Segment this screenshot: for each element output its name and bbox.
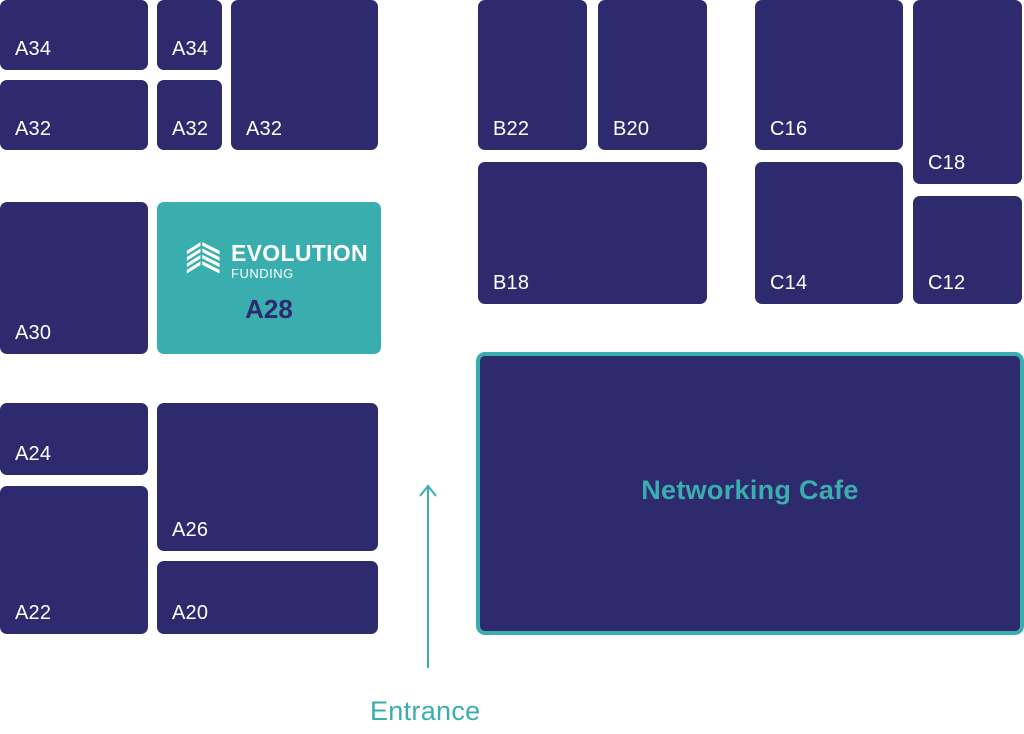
booth-a30[interactable]: A30: [0, 202, 148, 354]
booth-a34-left[interactable]: A34: [0, 0, 148, 70]
booth-a22[interactable]: A22: [0, 486, 148, 634]
booth-c18[interactable]: C18: [913, 0, 1022, 184]
booth-a32-small[interactable]: A32: [157, 80, 222, 150]
booth-c16[interactable]: C16: [755, 0, 903, 150]
booth-label: A34: [15, 38, 52, 60]
booth-code: A28: [245, 294, 293, 324]
booth-label: A30: [15, 322, 52, 344]
booth-a28-highlighted[interactable]: EVOLUTION FUNDING A28: [157, 202, 381, 354]
booth-label: B18: [493, 272, 530, 294]
booth-c12[interactable]: C12: [913, 196, 1022, 304]
up-arrow-icon: [419, 484, 437, 668]
booth-a20[interactable]: A20: [157, 561, 378, 634]
booth-label: A22: [15, 602, 52, 624]
booth-label: A26: [172, 519, 209, 541]
booth-label: C16: [770, 118, 808, 140]
networking-cafe-area[interactable]: Networking Cafe: [476, 352, 1024, 635]
evolution-funding-logo-icon: [186, 241, 220, 275]
booth-a34-small[interactable]: A34: [157, 0, 222, 70]
booth-label: A24: [15, 443, 52, 465]
booth-label: A32: [15, 118, 52, 140]
booth-a32-large[interactable]: A32: [231, 0, 378, 150]
booth-a32-left[interactable]: A32: [0, 80, 148, 150]
booth-label: C14: [770, 272, 808, 294]
booth-label: A32: [246, 118, 283, 140]
entrance-label: Entrance: [370, 696, 481, 726]
booth-a26[interactable]: A26: [157, 403, 378, 551]
brand-name: EVOLUTION: [231, 240, 368, 266]
booth-c14[interactable]: C14: [755, 162, 903, 304]
booth-b18[interactable]: B18: [478, 162, 707, 304]
booth-b22[interactable]: B22: [478, 0, 587, 150]
brand-subtitle: FUNDING: [231, 266, 294, 281]
networking-cafe-label: Networking Cafe: [641, 475, 859, 505]
booth-label: C12: [928, 272, 966, 294]
booth-a24[interactable]: A24: [0, 403, 148, 475]
booth-label: A20: [172, 602, 209, 624]
booth-label: A32: [172, 118, 209, 140]
booth-label: A34: [172, 38, 209, 60]
booth-label: B20: [613, 118, 650, 140]
booth-label: C18: [928, 152, 966, 174]
booth-label: B22: [493, 118, 530, 140]
booth-b20[interactable]: B20: [598, 0, 707, 150]
